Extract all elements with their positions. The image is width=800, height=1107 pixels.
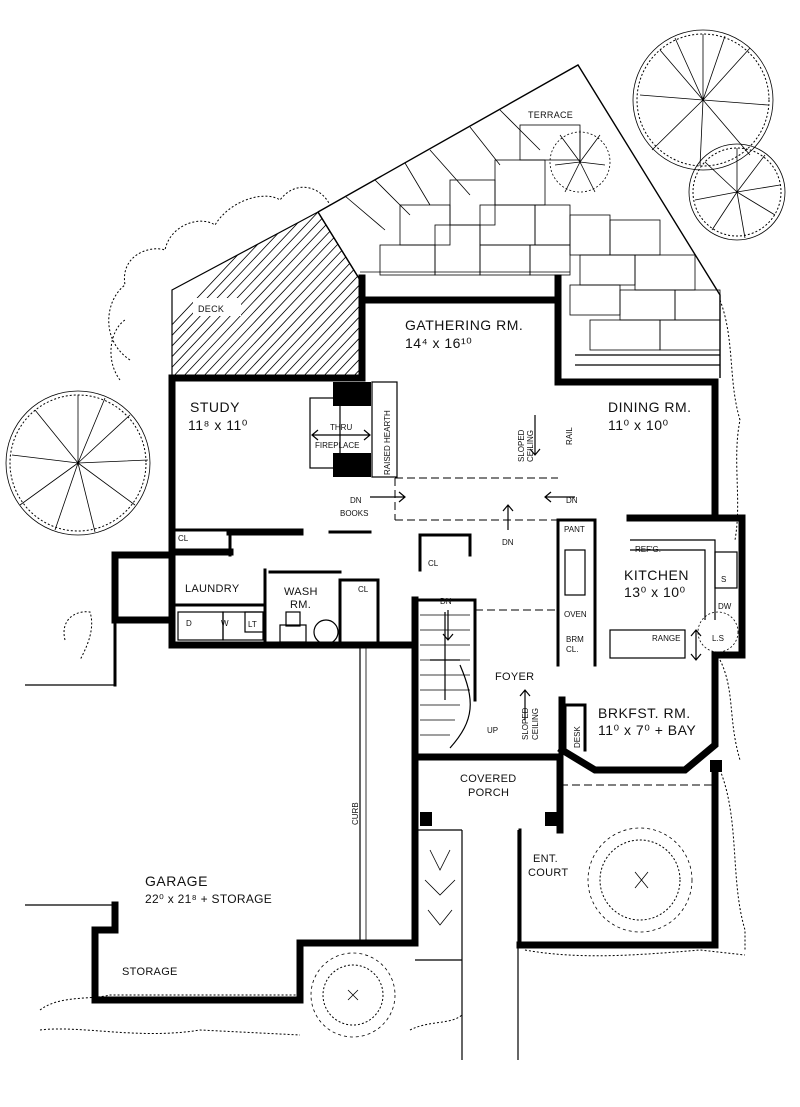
lazy-susan-note: L.S (712, 634, 724, 643)
tree-entry-court (587, 827, 693, 933)
entry-court-label-2: COURT (528, 867, 568, 879)
walls (25, 274, 746, 1060)
gathering-room-dims: 14⁴ x 16¹⁰ (405, 335, 472, 351)
terrace: TERRACE (317, 64, 721, 378)
dishwasher-note: DW (718, 602, 732, 611)
ceiling-note-gathering: CEILING (526, 430, 535, 462)
deck-label: DECK (198, 304, 224, 314)
entry-court-label-1: ENT. (533, 853, 558, 865)
study-dims: 11⁸ x 11⁰ (188, 417, 248, 433)
closet-note-wash: CL (358, 585, 369, 594)
plan-notes: THRU FIREPLACE RAISED HEARTH SLOPED CEIL… (178, 410, 732, 825)
up-note-stair: UP (487, 726, 498, 735)
refrigerator-note: REF'G. (635, 545, 661, 554)
study-label: STUDY (190, 399, 240, 415)
fixtures (177, 611, 339, 645)
landscaping (5, 29, 786, 1038)
terrace-label: TERRACE (528, 110, 573, 120)
storage-label: STORAGE (122, 966, 178, 978)
kitchen-counters (564, 539, 739, 659)
sloped-note-gathering: SLOPED (517, 429, 526, 462)
dryer-note: D (186, 619, 192, 628)
fireplace-blocks (309, 381, 722, 826)
garage-dims: 22⁰ x 21⁸ + STORAGE (145, 892, 272, 906)
washer-note: W (221, 619, 229, 628)
terrace-paving (344, 109, 721, 351)
walk-planters (424, 849, 456, 926)
tree-top-right-large (632, 29, 774, 171)
covered-porch-label-2: PORCH (468, 787, 509, 799)
breakfast-room-label: BRKFST. RM. (598, 705, 691, 721)
ceiling-lines (394, 477, 715, 786)
wash-room-label-1: WASH (284, 586, 318, 598)
dn-note-gathering: DN (502, 538, 514, 547)
tree-bottom (310, 952, 396, 1038)
sink-note: S (721, 575, 726, 584)
laundry-label: LAUNDRY (185, 583, 240, 595)
garage-label: GARAGE (145, 873, 208, 889)
arrows (311, 415, 702, 720)
laundry-tub-note: LT (248, 620, 257, 629)
kitchen-dims: 13⁰ x 10⁰ (624, 584, 686, 600)
raised-hearth-note: RAISED HEARTH (383, 410, 392, 475)
oven-note: OVEN (564, 610, 587, 619)
pantry-note: PANT (564, 525, 585, 534)
rail-note: RAIL (565, 427, 574, 445)
kitchen-label: KITCHEN (624, 567, 689, 583)
closet-note-study: CL (178, 534, 189, 543)
terrace-plant (549, 130, 611, 193)
sloped-note-foyer: SLOPED (521, 707, 530, 740)
fireplace-note: FIREPLACE (315, 441, 359, 450)
room-labels: GATHERING RM. 14⁴ x 16¹⁰ STUDY 11⁸ x 11⁰… (122, 317, 696, 978)
dn-note-study: DN (350, 496, 362, 505)
dn-note-dining: DN (566, 496, 578, 505)
dining-room-label: DINING RM. (608, 399, 692, 415)
dining-room-dims: 11⁰ x 10⁰ (608, 417, 669, 433)
dn-note-stair: DN (440, 597, 452, 606)
covered-porch-label-1: COVERED (460, 773, 517, 785)
gathering-room-label: GATHERING RM. (405, 317, 523, 333)
shrubs (39, 186, 746, 1036)
broom-note: BRM (566, 635, 584, 644)
wash-room-label-2: RM. (290, 599, 311, 611)
closet-note-hall: CL (428, 559, 439, 568)
tree-top-right-small (688, 143, 786, 241)
ceiling-note-foyer: CEILING (531, 708, 540, 740)
stairs (420, 612, 471, 749)
tree-left (5, 390, 151, 536)
broom-closet-note: CL. (566, 645, 578, 654)
foyer-label: FOYER (495, 671, 534, 683)
desk-note: DESK (573, 726, 582, 748)
deck: DECK (171, 211, 361, 379)
curb-note: CURB (351, 802, 360, 825)
breakfast-room-dims: 11⁰ x 7⁰ + BAY (598, 722, 696, 738)
range-note: RANGE (652, 634, 680, 643)
books-note: BOOKS (340, 509, 368, 518)
thru-note: THRU (330, 423, 352, 432)
